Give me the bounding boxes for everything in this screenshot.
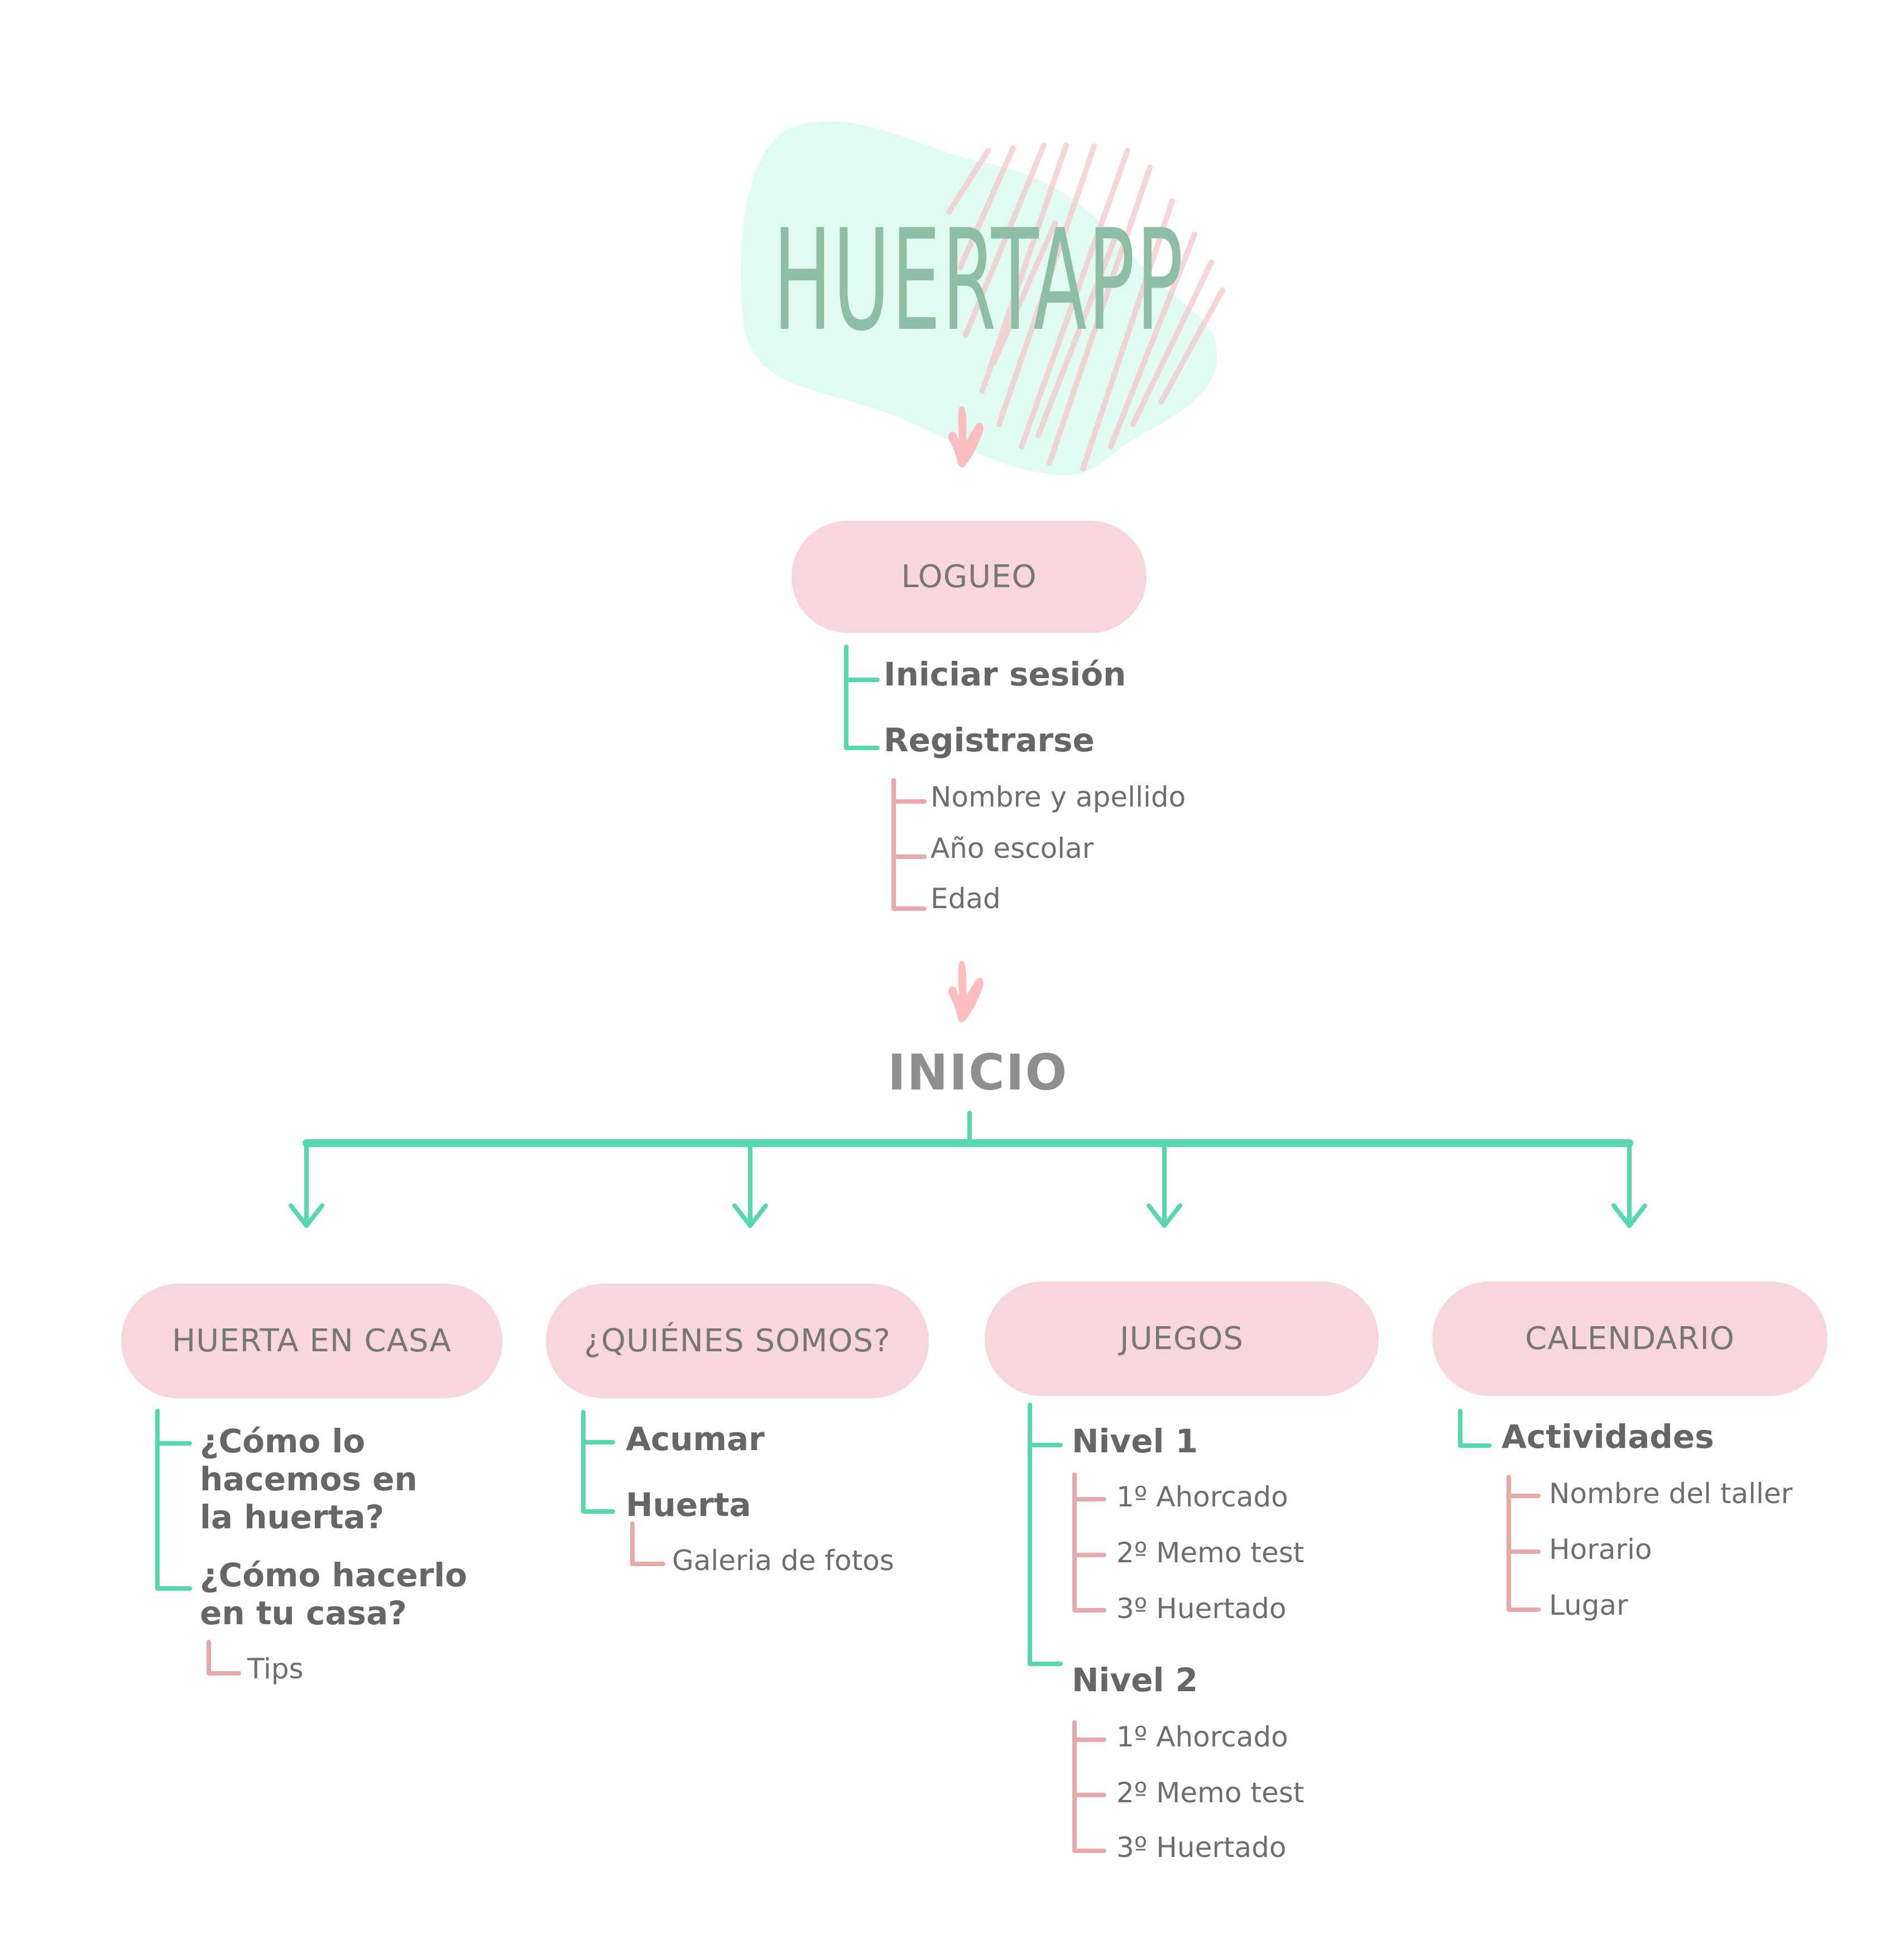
subitem-ahorcado-1: 1º Ahorcado (1116, 1481, 1288, 1513)
item-huerta[interactable]: Huerta (626, 1486, 751, 1524)
arrowhead-icon (1612, 1203, 1647, 1228)
subitem-edad: Edad (931, 882, 1001, 915)
tips-connector (207, 1640, 241, 1676)
item-registrarse[interactable]: Registrarse (884, 721, 1095, 759)
subitem-huertado-1: 3º Huertado (1116, 1592, 1287, 1625)
item-actividades[interactable]: Actividades (1502, 1418, 1714, 1456)
subitem-memotest-1: 2º Memo test (1116, 1537, 1304, 1569)
item-nivel-1[interactable]: Nivel 1 (1072, 1422, 1198, 1460)
node-logueo[interactable]: LOGUEO (792, 521, 1147, 633)
subitem-horario: Horario (1549, 1533, 1652, 1566)
item-nivel-2[interactable]: Nivel 2 (1072, 1661, 1198, 1699)
subitem-memotest-2: 2º Memo test (1116, 1777, 1304, 1809)
inicio-connector (303, 1111, 1633, 1228)
item-acumar[interactable]: Acumar (626, 1420, 765, 1458)
registrarse-connector (891, 778, 927, 911)
node-calendario[interactable]: CALENDARIO (1432, 1282, 1828, 1396)
arrow-down-icon (948, 961, 984, 1023)
galeria-connector (630, 1522, 665, 1566)
item-iniciar-sesion[interactable]: Iniciar sesión (884, 655, 1126, 693)
subitem-lugar: Lugar (1549, 1589, 1628, 1621)
node-huerta-en-casa[interactable]: HUERTA EN CASA (121, 1284, 502, 1398)
subitem-tips: Tips (247, 1653, 304, 1685)
node-juegos[interactable]: JUEGOS (985, 1282, 1379, 1396)
nivel2-connector (1072, 1720, 1106, 1853)
arrow-down-icon (948, 406, 984, 468)
logueo-connector (844, 645, 880, 750)
item-como-lo-hacemos[interactable]: ¿Cómo lo hacemos en la huerta? (200, 1422, 418, 1536)
arrowheads (289, 1203, 1647, 1228)
subitem-galeria-fotos: Galeria de fotos (672, 1544, 894, 1577)
subitem-anio-escolar: Año escolar (931, 832, 1094, 865)
app-title: HUERTAPP (773, 199, 1185, 362)
subitem-nombre-apellido: Nombre y apellido (931, 781, 1186, 813)
arrowhead-icon (732, 1203, 768, 1228)
calendario-connector (1458, 1409, 1491, 1448)
nivel1-connector (1072, 1472, 1106, 1613)
quienes-connector (581, 1410, 615, 1514)
logo-hatch (946, 142, 1225, 472)
node-quienes-somos[interactable]: ¿QUIÉNES SOMOS? (546, 1284, 929, 1398)
arrowhead-icon (289, 1203, 324, 1228)
node-inicio[interactable]: INICIO (888, 1044, 1068, 1101)
subitem-ahorcado-2: 1º Ahorcado (1116, 1721, 1288, 1753)
subitem-huertado-2: 3º Huertado (1116, 1831, 1287, 1864)
actividades-connector (1507, 1475, 1541, 1612)
juegos-connector (1028, 1403, 1063, 1666)
arrowhead-icon (1147, 1203, 1182, 1228)
huerta-connector (155, 1409, 192, 1591)
item-como-hacerlo-casa[interactable]: ¿Cómo hacerlo en tu casa? (200, 1556, 468, 1632)
subitem-nombre-taller: Nombre del taller (1549, 1477, 1793, 1510)
